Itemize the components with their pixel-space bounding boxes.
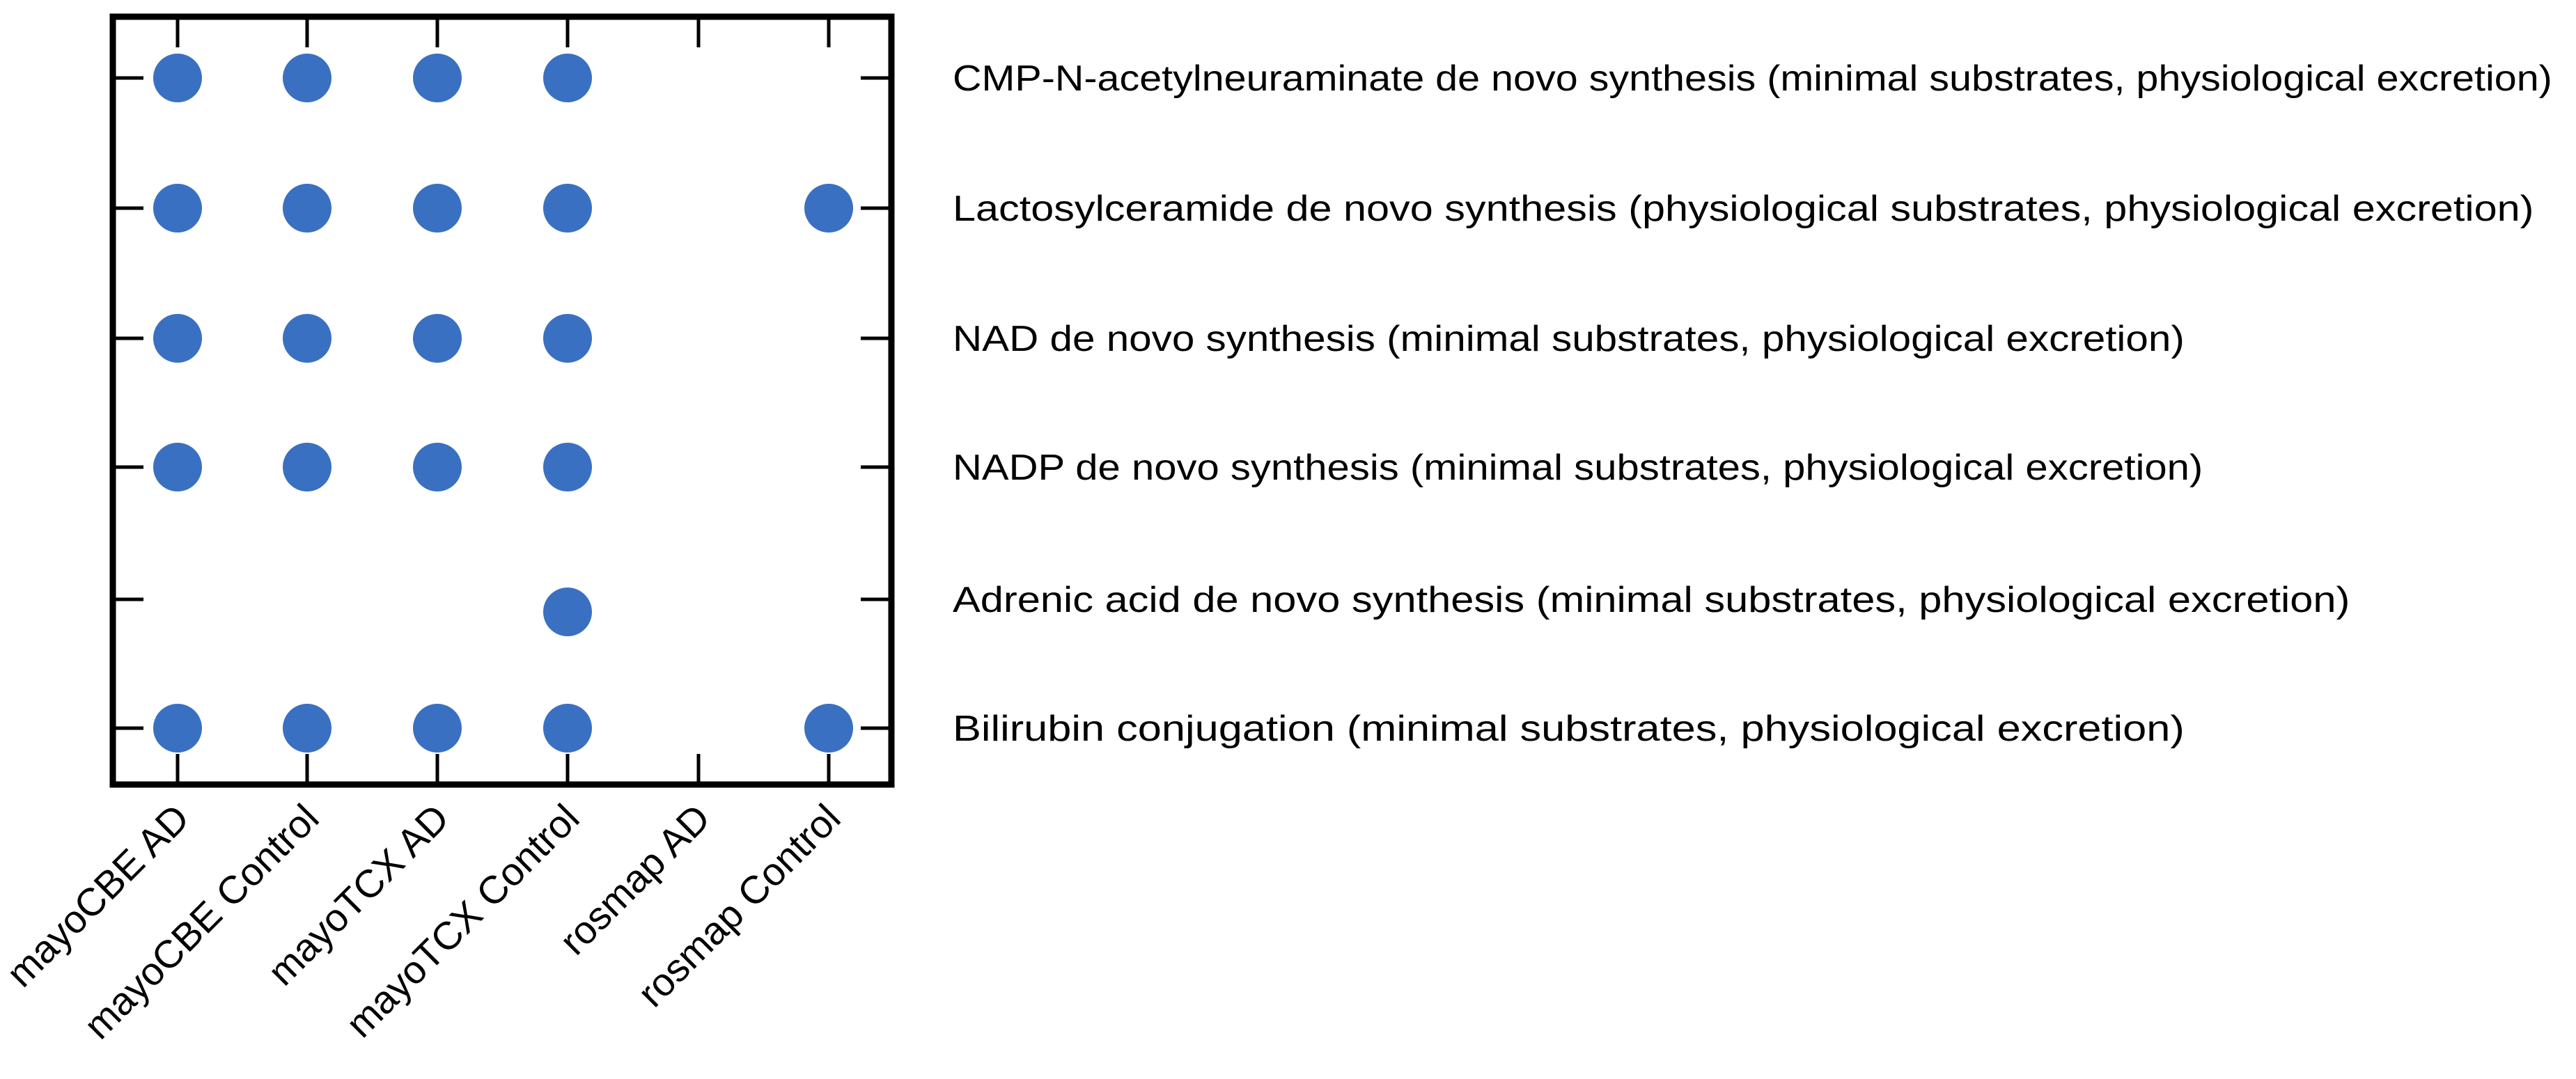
axis-ticks — [113, 17, 891, 785]
data-point-mayotcx-control-row-0 — [543, 54, 592, 102]
data-point-mayocbe-ad-row-2 — [153, 314, 202, 363]
data-point-mayocbe-control-row-2 — [283, 314, 331, 363]
data-point-mayocbe-control-row-1 — [283, 184, 331, 233]
data-point-rosmap-control-row-5 — [804, 704, 853, 753]
data-point-mayotcx-ad-row-5 — [413, 704, 462, 753]
data-point-mayotcx-control-row-4 — [543, 588, 592, 636]
y-tick-label-4: Adrenic acid de novo synthesis (minimal … — [953, 580, 2350, 620]
y-tick-label-2: NAD de novo synthesis (minimal substrate… — [953, 319, 2185, 359]
data-point-mayocbe-ad-row-0 — [153, 54, 202, 102]
plot-frame — [109, 13, 895, 788]
data-point-mayocbe-control-row-5 — [283, 704, 331, 753]
data-point-mayotcx-ad-row-2 — [413, 314, 462, 363]
y-tick-label-3: NADP de novo synthesis (minimal substrat… — [953, 448, 2203, 488]
y-tick-label-0: CMP-N-acetylneuraminate de novo synthesi… — [953, 58, 2552, 99]
data-point-mayocbe-control-row-3 — [283, 443, 331, 491]
y-tick-label-1: Lactosylceramide de novo synthesis (phys… — [953, 189, 2534, 229]
data-point-mayocbe-control-row-0 — [283, 54, 331, 102]
data-point-mayotcx-control-row-1 — [543, 184, 592, 233]
data-points — [153, 54, 853, 753]
y-tick-label-5: Bilirubin conjugation (minimal substrate… — [953, 709, 2185, 749]
data-point-mayocbe-ad-row-1 — [153, 184, 202, 233]
data-point-mayotcx-control-row-3 — [543, 443, 592, 491]
data-point-mayotcx-ad-row-1 — [413, 184, 462, 233]
data-point-mayocbe-ad-row-3 — [153, 443, 202, 491]
data-point-mayocbe-ad-row-5 — [153, 704, 202, 753]
data-point-rosmap-control-row-1 — [804, 184, 853, 233]
data-point-mayotcx-ad-row-0 — [413, 54, 462, 102]
data-point-mayotcx-control-row-2 — [543, 314, 592, 363]
row-labels: CMP-N-acetylneuraminate de novo synthesi… — [953, 58, 2552, 749]
data-point-mayotcx-ad-row-3 — [413, 443, 462, 491]
data-point-mayotcx-control-row-5 — [543, 704, 592, 753]
